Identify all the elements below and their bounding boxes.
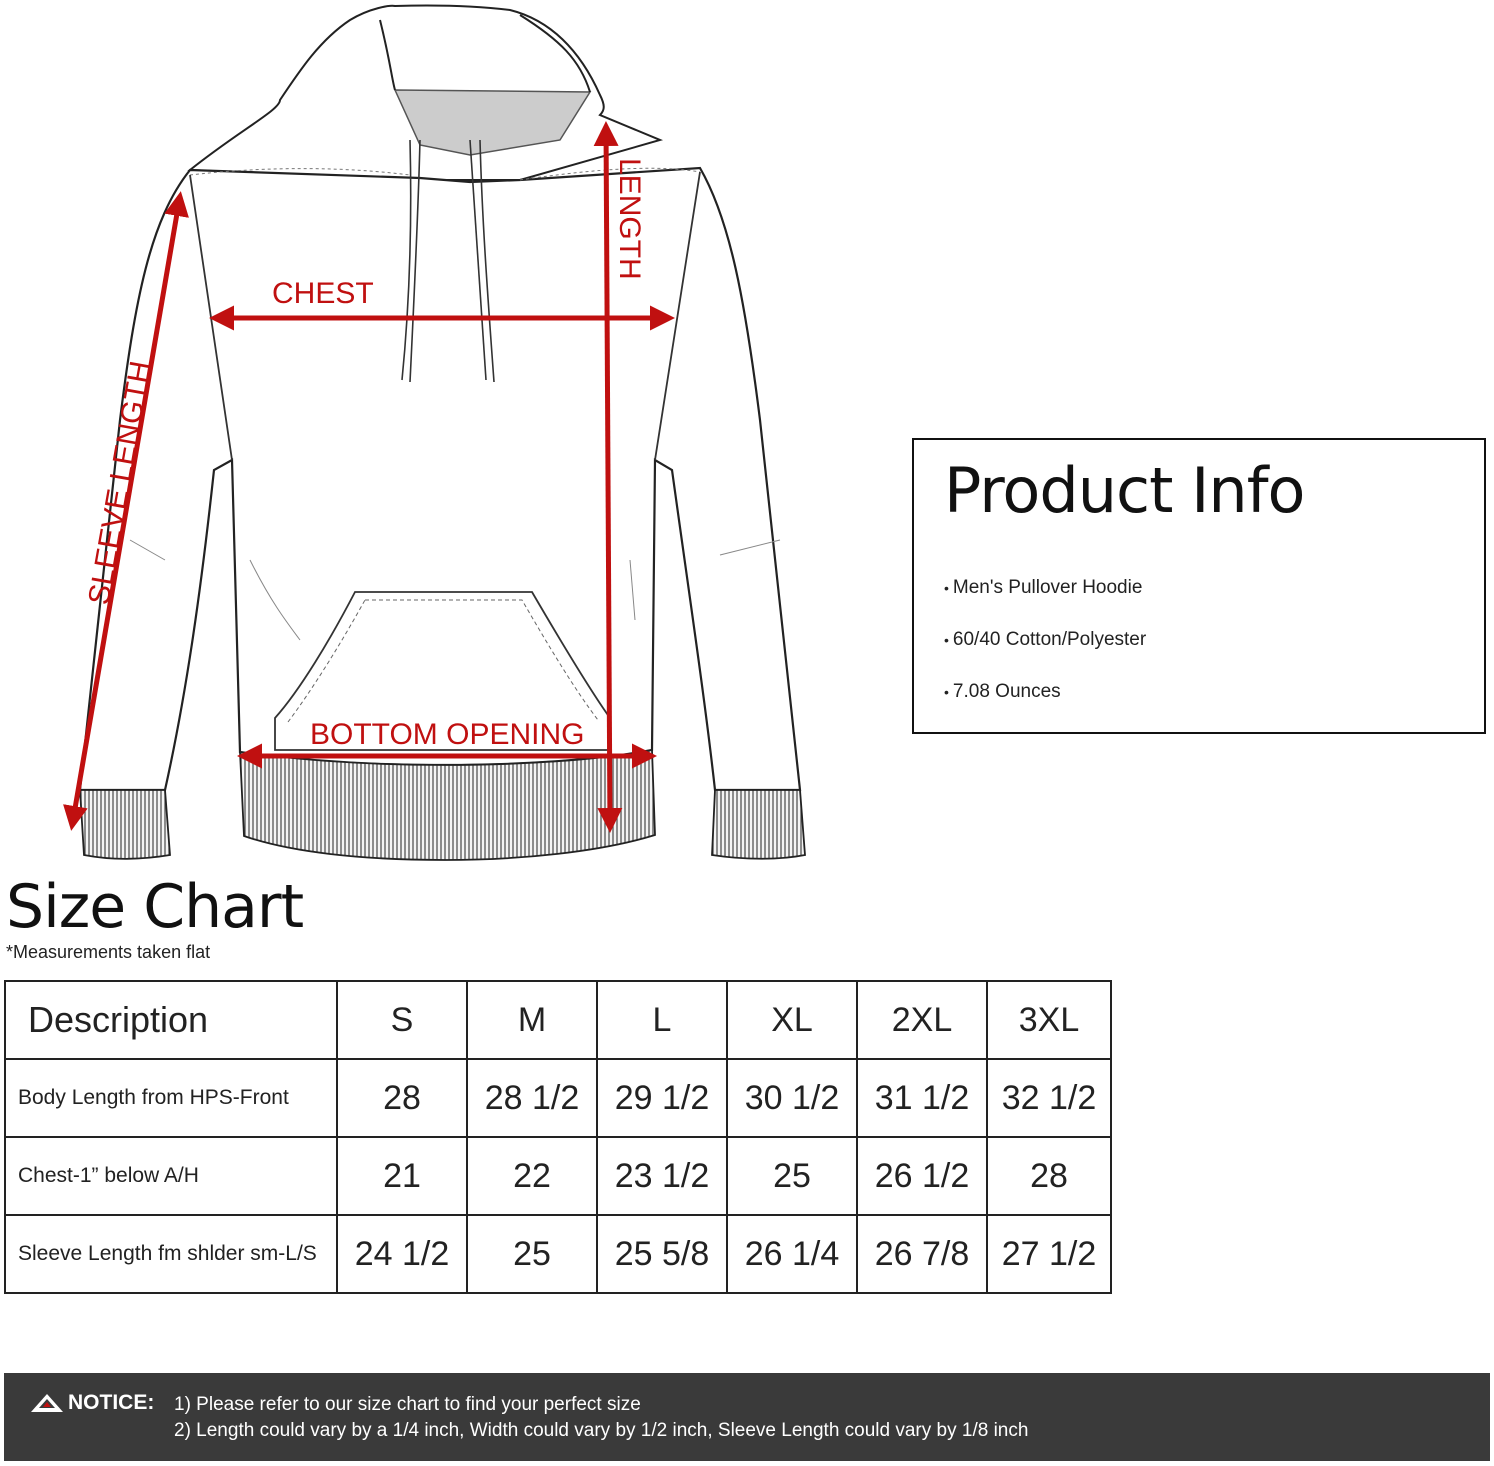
header-cell: L — [596, 980, 728, 1060]
table-cell: 26 1/2 — [856, 1136, 988, 1216]
product-info-item: Men's Pullover Hoodie — [944, 576, 1146, 628]
size-chart-note: *Measurements taken flat — [6, 942, 211, 962]
table-cell: 22 — [466, 1136, 598, 1216]
bottom-opening-measure: BOTTOM OPENING — [237, 718, 657, 769]
row-label: Body Length from HPS-Front — [4, 1058, 338, 1138]
notice-label-group: NOTICE: — [30, 1391, 154, 1415]
header-cell: Description — [4, 980, 338, 1060]
table-row: Body Length from HPS-Front 28 28 1/2 29 … — [4, 1058, 1112, 1138]
size-chart-table: Description S M L XL 2XL 3XL Body Length… — [4, 980, 1112, 1294]
header-cell: 2XL — [856, 980, 988, 1060]
table-cell: 30 1/2 — [726, 1058, 858, 1138]
size-chart-title: Size Chart — [6, 872, 304, 942]
length-measure: LENGTH — [593, 121, 646, 833]
table-header-row: Description S M L XL 2XL 3XL — [4, 980, 1112, 1060]
table-cell: 28 1/2 — [466, 1058, 598, 1138]
length-label: LENGTH — [613, 158, 646, 280]
table-cell: 24 1/2 — [336, 1214, 468, 1294]
table-row: Chest-1” below A/H 21 22 23 1/2 25 26 1/… — [4, 1136, 1112, 1216]
table-row: Sleeve Length fm shlder sm-L/S 24 1/2 25… — [4, 1214, 1112, 1294]
right-cuff — [711, 789, 806, 860]
table-cell: 26 7/8 — [856, 1214, 988, 1294]
left-cuff — [79, 789, 171, 860]
header-cell: XL — [726, 980, 858, 1060]
hood-lining — [393, 89, 592, 156]
table-cell: 31 1/2 — [856, 1058, 988, 1138]
table-cell: 28 — [986, 1136, 1112, 1216]
table-cell: 25 — [466, 1214, 598, 1294]
notice-line: 1) Please refer to our size chart to fin… — [174, 1394, 641, 1415]
table-cell: 25 — [726, 1136, 858, 1216]
product-info-title: Product Info — [944, 454, 1305, 527]
table-cell: 25 5/8 — [596, 1214, 728, 1294]
header-cell: M — [466, 980, 598, 1060]
table-cell: 23 1/2 — [596, 1136, 728, 1216]
product-info-item: 60/40 Cotton/Polyester — [944, 628, 1146, 680]
notice-bar: NOTICE: 1) Please refer to our size char… — [4, 1373, 1490, 1461]
drawstrings — [401, 139, 495, 383]
table-cell: 26 1/4 — [726, 1214, 858, 1294]
hood-opening — [379, 14, 591, 93]
table-cell: 27 1/2 — [986, 1214, 1112, 1294]
notice-text: 1) Please refer to our size chart to fin… — [174, 1392, 1028, 1444]
chest-label: CHEST — [272, 277, 374, 310]
table-cell: 29 1/2 — [596, 1058, 728, 1138]
waistband — [239, 748, 656, 861]
table-cell: 28 — [336, 1058, 468, 1138]
product-info-box: Product Info Men's Pullover Hoodie 60/40… — [912, 438, 1486, 734]
product-info-item: 7.08 Ounces — [944, 680, 1146, 732]
table-cell: 32 1/2 — [986, 1058, 1112, 1138]
header-cell: 3XL — [986, 980, 1112, 1060]
product-info-list: Men's Pullover Hoodie 60/40 Cotton/Polye… — [944, 576, 1146, 732]
header-cell: S — [336, 980, 468, 1060]
notice-line: 2) Length could vary by a 1/4 inch, Widt… — [174, 1420, 1029, 1441]
row-label: Sleeve Length fm shlder sm-L/S — [4, 1214, 338, 1294]
row-label: Chest-1” below A/H — [4, 1136, 338, 1216]
warning-triangle-icon — [31, 1394, 63, 1412]
notice-label: NOTICE: — [68, 1391, 155, 1414]
hoodie-diagram: CHEST LENGTH SLEEVE LENGTH BOTTOM OPENIN… — [63, 4, 806, 861]
table-cell: 21 — [336, 1136, 468, 1216]
bottom-opening-label: BOTTOM OPENING — [310, 718, 584, 751]
